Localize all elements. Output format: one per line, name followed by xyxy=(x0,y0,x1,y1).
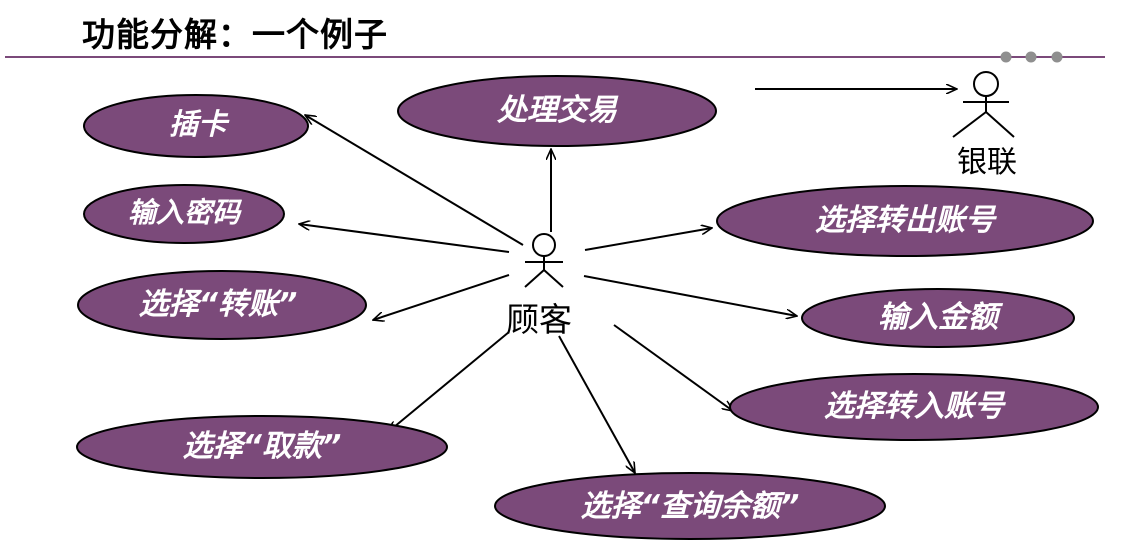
usecase-select-balance-inquiry-label: 选择“查询余额” xyxy=(581,489,800,524)
usecase-select-transfer-out-account-label: 选择转出账号 xyxy=(815,203,997,238)
usecase-select-transfer-out-account: 选择转出账号 xyxy=(716,185,1094,257)
customer-actor-icon xyxy=(524,233,564,288)
usecase-select-transfer-in-account: 选择转入账号 xyxy=(729,373,1099,441)
usecase-enter-password-label: 输入密码 xyxy=(128,196,243,229)
header-dot xyxy=(1025,51,1037,63)
usecase-select-balance-inquiry: 选择“查询余额” xyxy=(494,472,886,540)
assoc-select-withdraw xyxy=(388,331,510,432)
assoc-transfer-out xyxy=(584,228,712,251)
usecase-process-transaction: 处理交易 xyxy=(397,75,717,147)
assoc-enter-amount xyxy=(583,275,797,316)
header-dot xyxy=(1000,51,1012,63)
usecase-process-transaction-label: 处理交易 xyxy=(496,93,619,128)
customer-actor-label: 顾客 xyxy=(506,300,572,339)
usecase-select-withdraw: 选择“取款” xyxy=(76,415,448,479)
unionpay-actor-icon xyxy=(952,71,1015,138)
usecase-select-withdraw-label: 选择“取款” xyxy=(183,429,342,464)
usecase-enter-password: 输入密码 xyxy=(83,184,285,244)
usecase-select-transfer-in-account-label: 选择转入账号 xyxy=(824,389,1006,424)
usecase-insert-card: 插卡 xyxy=(83,94,309,158)
assoc-insert-card xyxy=(305,115,524,246)
header-dot xyxy=(1051,51,1063,63)
slide-title: 功能分解：一个例子 xyxy=(82,15,388,54)
usecase-enter-amount-label: 输入金额 xyxy=(878,300,1004,335)
assoc-select-transfer xyxy=(373,274,510,320)
assoc-transfer-in xyxy=(613,324,733,411)
assoc-balance-inquiry xyxy=(558,335,635,473)
unionpay-actor-label: 银联 xyxy=(957,145,1017,180)
usecase-select-transfer: 选择“转账” xyxy=(77,270,367,340)
usecase-select-transfer-label: 选择“转账” xyxy=(139,287,298,322)
assoc-enter-password xyxy=(299,224,510,253)
usecase-enter-amount: 输入金额 xyxy=(801,288,1075,348)
usecase-insert-card-label: 插卡 xyxy=(169,107,230,141)
